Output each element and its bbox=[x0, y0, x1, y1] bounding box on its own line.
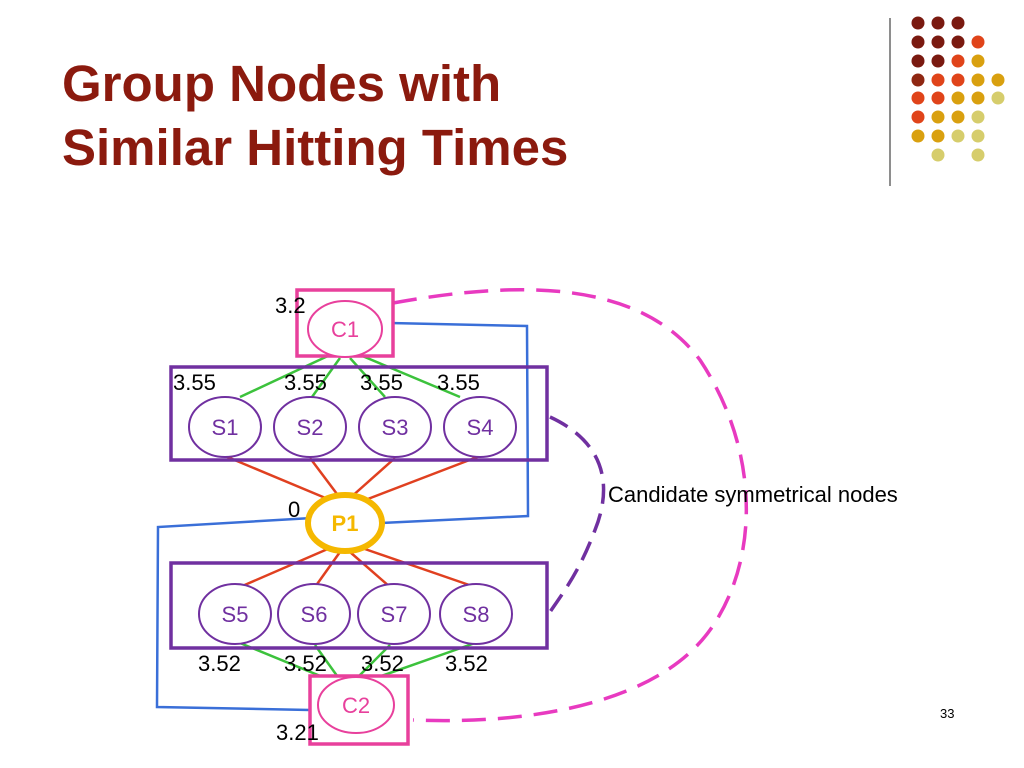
decor-dot bbox=[931, 35, 945, 49]
decor-dot bbox=[911, 54, 925, 68]
decor-dot bbox=[911, 35, 925, 49]
hitting-time-c1: 3.2 bbox=[275, 293, 306, 318]
hitting-time-s2: 3.55 bbox=[284, 370, 327, 395]
decor-dot bbox=[971, 35, 985, 49]
node-s8-label: S8 bbox=[463, 602, 490, 627]
hitting-time-s5: 3.52 bbox=[198, 651, 241, 676]
edge-s4-p1 bbox=[359, 454, 481, 504]
decor-dot bbox=[971, 110, 985, 124]
edge-c1-s1 bbox=[239, 353, 331, 399]
edge-s7-c2 bbox=[354, 644, 391, 681]
dashed-arc-groups bbox=[548, 415, 606, 613]
decor-dot bbox=[951, 73, 965, 87]
hitting-time-s6: 3.52 bbox=[284, 651, 327, 676]
title-line-2: Similar Hitting Times bbox=[62, 119, 569, 176]
node-s6 bbox=[277, 583, 351, 645]
node-s3 bbox=[358, 396, 432, 458]
node-s3-label: S3 bbox=[382, 415, 409, 440]
page-number: 33 bbox=[940, 706, 955, 721]
decor-dot bbox=[911, 129, 925, 143]
title-line-1: Group Nodes with bbox=[62, 55, 502, 112]
decor-dot bbox=[971, 73, 985, 87]
upper-group-box bbox=[169, 365, 549, 462]
decor-dot bbox=[911, 16, 925, 30]
decor-dot bbox=[951, 91, 965, 105]
node-s4-label: S4 bbox=[467, 415, 494, 440]
decor-dot bbox=[971, 129, 985, 143]
decor-dot bbox=[931, 91, 945, 105]
hitting-time-s7: 3.52 bbox=[361, 651, 404, 676]
decor-dot bbox=[911, 73, 925, 87]
edge-p1-c2 bbox=[155, 516, 313, 712]
decor-dot bbox=[991, 73, 1005, 87]
slide-title: Group Nodes with Similar Hitting Times bbox=[62, 52, 682, 180]
decor-dot bbox=[931, 54, 945, 68]
decor-dot bbox=[951, 16, 965, 30]
node-s2 bbox=[273, 396, 347, 458]
node-c1 bbox=[307, 300, 383, 358]
node-s7 bbox=[357, 583, 431, 645]
edge-c1-s2 bbox=[310, 357, 342, 398]
dashed-arc-c1-c2 bbox=[392, 288, 748, 723]
node-s8 bbox=[439, 583, 513, 645]
decor-dot bbox=[931, 110, 945, 124]
node-s5 bbox=[198, 583, 272, 645]
node-c2 bbox=[317, 676, 395, 734]
node-s7-label: S7 bbox=[381, 602, 408, 627]
edge-s6-c2 bbox=[313, 644, 342, 681]
dot-pattern bbox=[911, 16, 1005, 162]
hitting-time-labels: 3.2 3.55 3.55 3.55 3.55 0 3.52 3.52 3.52… bbox=[173, 293, 488, 745]
hitting-time-c2: 3.21 bbox=[276, 720, 319, 745]
decor-dot bbox=[951, 129, 965, 143]
decor-dot bbox=[931, 73, 945, 87]
decor-dot bbox=[911, 110, 925, 124]
decor-dot bbox=[931, 148, 945, 162]
candidate-symmetrical-nodes-label: Candidate symmetrical nodes bbox=[608, 482, 898, 507]
hitting-time-s1: 3.55 bbox=[173, 370, 216, 395]
edge-p1-s7 bbox=[349, 551, 391, 588]
node-p1-label: P1 bbox=[332, 511, 359, 536]
decor-dot bbox=[911, 91, 925, 105]
edge-p1-s8 bbox=[361, 546, 476, 589]
node-c2-label: C2 bbox=[342, 693, 370, 718]
hitting-time-s3: 3.55 bbox=[360, 370, 403, 395]
hitting-time-p1: 0 bbox=[288, 497, 300, 522]
decor-dot bbox=[951, 110, 965, 124]
edges-p1-s-lower bbox=[239, 546, 476, 589]
decor-dot bbox=[971, 54, 985, 68]
node-s2-label: S2 bbox=[297, 415, 324, 440]
hitting-time-s8: 3.52 bbox=[445, 651, 488, 676]
edge-p1-s6 bbox=[313, 551, 342, 588]
edge-c1-s4 bbox=[359, 353, 461, 399]
node-s4 bbox=[443, 396, 517, 458]
decor-dot bbox=[951, 35, 965, 49]
edge-s1-p1 bbox=[224, 454, 336, 504]
edge-s2-p1 bbox=[309, 457, 341, 499]
node-c1-label: C1 bbox=[331, 317, 359, 342]
node-s1-label: S1 bbox=[212, 415, 239, 440]
node-s1 bbox=[188, 396, 262, 458]
decor-dot bbox=[931, 129, 945, 143]
lower-group-box bbox=[169, 561, 549, 650]
node-s6-label: S6 bbox=[301, 602, 328, 627]
decor-dot bbox=[971, 148, 985, 162]
edge-c1-s3 bbox=[349, 357, 386, 398]
decor-dot bbox=[951, 54, 965, 68]
node-p1 bbox=[305, 492, 385, 554]
edges-s-upper-p1 bbox=[224, 454, 481, 504]
edge-c1-p1 bbox=[379, 321, 530, 525]
hitting-time-s4: 3.55 bbox=[437, 370, 480, 395]
node-s5-label: S5 bbox=[222, 602, 249, 627]
decor-dot bbox=[931, 16, 945, 30]
edge-s3-p1 bbox=[349, 457, 396, 499]
edges-c1-s bbox=[239, 353, 461, 399]
decor-dot bbox=[991, 91, 1005, 105]
edge-p1-s5 bbox=[239, 546, 331, 589]
decor-dot bbox=[971, 91, 985, 105]
